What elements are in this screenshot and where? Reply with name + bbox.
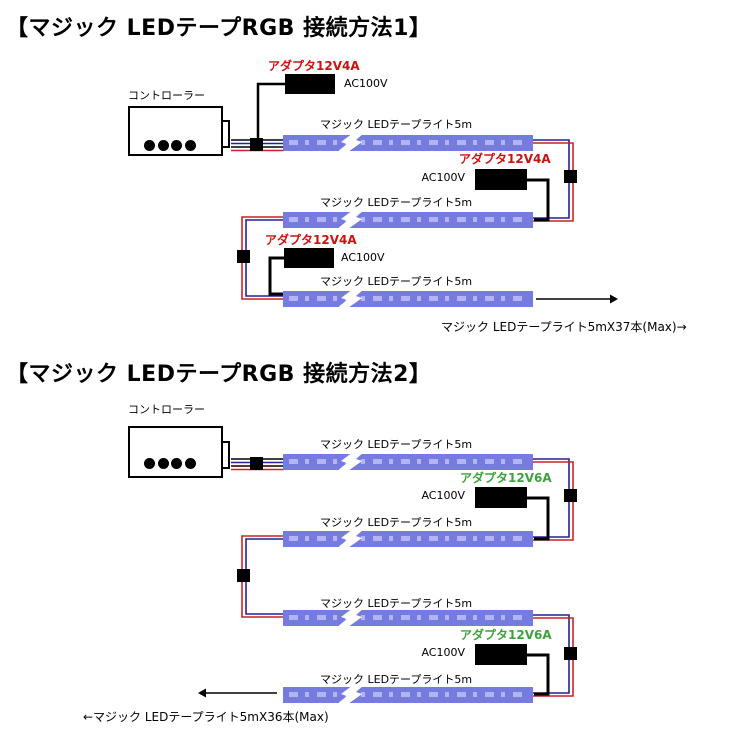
strip1-label-d1: マジック LEDテープライト5m [320, 118, 473, 131]
controller-dot [157, 140, 169, 151]
wire-connector-icon [250, 138, 263, 151]
led-dashes [289, 140, 527, 145]
diagram2-title: 【マジック LEDテープRGB 接続方法2】 [6, 362, 432, 387]
strip-cut-icon [339, 134, 363, 152]
led-dashes [289, 615, 527, 620]
arrow-right-d1 [536, 294, 618, 304]
adapter1-label-d2: アダプタ12V6A [460, 471, 552, 485]
diagram2-caption: ←マジック LEDテープライト5mX36本(Max) [83, 710, 329, 724]
controller-dot [184, 140, 196, 151]
strip1-label-d2: マジック LEDテープライト5m [320, 438, 473, 451]
wire-connector-icon [564, 170, 577, 183]
adapter2-box-d2 [475, 644, 527, 665]
controller-dot [184, 458, 196, 469]
wire-adapter1-d2 [527, 496, 550, 541]
led-dashes [289, 692, 527, 697]
controller-dot [171, 458, 182, 469]
arrow-left-d2 [198, 688, 277, 698]
adapter3-label-d1: アダプタ12V4A [265, 233, 357, 247]
controller-dot [171, 140, 182, 151]
controller-dot [144, 140, 155, 151]
adapter1-box-d1 [285, 74, 335, 94]
controller-connector-tab-d2 [221, 441, 230, 469]
led-dashes [289, 296, 527, 301]
adapter3-input-d1: AC100V [341, 251, 385, 264]
strip3-label-d1: マジック LEDテープライト5m [320, 275, 473, 288]
led-dashes [289, 536, 527, 541]
adapter2-label-d2: アダプタ12V6A [460, 628, 552, 642]
adapter2-input-d2: AC100V [421, 646, 465, 659]
led-dashes [289, 459, 527, 464]
strip-cut-icon [339, 530, 363, 548]
controller-dot [144, 458, 155, 469]
led-strip [283, 134, 533, 152]
controller-box-d2 [128, 426, 223, 478]
led-dashes [289, 217, 527, 222]
strip-cut-icon [339, 609, 363, 627]
controller-label-d1: コントローラー [128, 89, 205, 102]
strip-cut-icon [339, 686, 363, 704]
strip3-label-d2: マジック LEDテープライト5m [320, 597, 473, 610]
led-strip [283, 211, 533, 229]
wire-connector-icon [237, 569, 250, 582]
strip4-label-d2: マジック LEDテープライト5m [320, 673, 473, 686]
adapter1-box-d2 [475, 487, 527, 508]
led-strip [283, 686, 533, 704]
controller-connector-tab-d1 [221, 120, 230, 148]
wire-connector-icon [237, 250, 250, 263]
adapter1-input-d2: AC100V [421, 489, 465, 502]
strip2-label-d2: マジック LEDテープライト5m [320, 516, 473, 529]
wire-connector-icon [564, 647, 577, 660]
led-strip [283, 530, 533, 548]
strip-cut-icon [339, 453, 363, 471]
adapter1-input-d1: AC100V [344, 77, 388, 90]
adapter2-box-d1 [475, 169, 527, 190]
diagram1-caption: マジック LEDテープライト5mX37本(Max)→ [441, 320, 687, 334]
wire-connector-icon [250, 457, 263, 470]
wire-connector-icon [564, 489, 577, 502]
led-strip [283, 609, 533, 627]
adapter2-input-d1: AC100V [421, 171, 465, 184]
strip-cut-icon [339, 211, 363, 229]
strip2-label-d1: マジック LEDテープライト5m [320, 196, 473, 209]
controller-label-d2: コントローラー [128, 403, 205, 416]
wire-loop-left-blue-d2 [245, 538, 283, 615]
diagram1-title: 【マジック LEDテープRGB 接続方法1】 [6, 16, 432, 41]
wire-adapter3-d1 [268, 256, 284, 296]
wire-adapter2-d2 [527, 653, 550, 696]
led-strip [283, 453, 533, 471]
led-strip [283, 290, 533, 308]
adapter3-box-d1 [284, 248, 334, 268]
strip-cut-icon [339, 290, 363, 308]
wire-adapter2-d1 [527, 178, 550, 222]
adapter1-label-d1: アダプタ12V4A [268, 59, 360, 73]
adapter2-label-d1: アダプタ12V4A [459, 152, 551, 166]
wire-adapter1-d1 [256, 82, 285, 142]
controller-dot [157, 458, 169, 469]
